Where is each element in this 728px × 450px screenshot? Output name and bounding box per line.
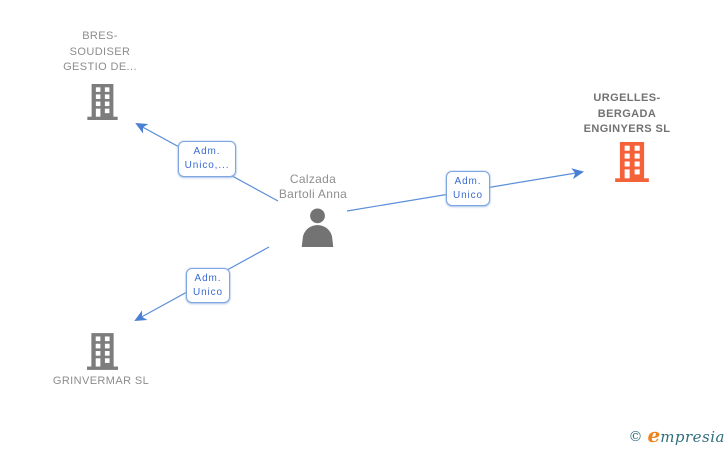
copyright-icon: ©: [628, 429, 643, 445]
empresia-logo-initial: e: [647, 423, 661, 447]
edge-label-line: Adm.: [194, 273, 222, 284]
empresia-watermark[interactable]: © e mpresia: [628, 423, 725, 447]
edge-label-adm-unico-grinvermar: Adm. Unico: [186, 268, 230, 303]
building-icon[interactable]: [87, 333, 118, 375]
edge-label-line: Unico: [452, 190, 484, 201]
person-name-line: Bartoli Anna: [278, 187, 348, 201]
company-label-grinvermar[interactable]: GRINVERMAR SL: [16, 374, 186, 390]
person-name-line: Calzada: [289, 172, 337, 186]
building-icon-highlighted[interactable]: [615, 142, 649, 187]
edge-label-adm-unico-bres: Adm. Unico,...: [178, 141, 236, 177]
empresia-logo-text: mpresia: [660, 428, 725, 446]
company-name-line: GESTIO DE...: [63, 61, 137, 73]
company-name-line: URGELLES-: [593, 92, 661, 104]
edge-label-line: Unico,...: [184, 160, 230, 171]
edge-label-line: Adm.: [193, 146, 221, 157]
edge-label-line: Unico: [192, 287, 224, 298]
person-label-calzada-bartoli-anna[interactable]: Calzada Bartoli Anna: [253, 172, 373, 202]
company-name-line: ENGINYERS SL: [583, 123, 671, 135]
person-icon[interactable]: [300, 208, 335, 252]
edge-label-line: Adm.: [454, 176, 482, 187]
company-label-bres[interactable]: BRES- SOUDISER GESTIO DE...: [30, 29, 170, 76]
building-icon[interactable]: [87, 84, 118, 125]
company-name-line: BERGADA: [597, 107, 657, 120]
company-label-urgelles[interactable]: URGELLES- BERGADA ENGINYERS SL: [552, 91, 702, 138]
company-name-line: GRINVERMAR SL: [52, 375, 150, 387]
company-name-line: BRES-: [82, 30, 118, 42]
company-name-line: SOUDISER: [69, 45, 131, 58]
edge-label-adm-unico-urgelles: Adm. Unico: [446, 171, 490, 206]
